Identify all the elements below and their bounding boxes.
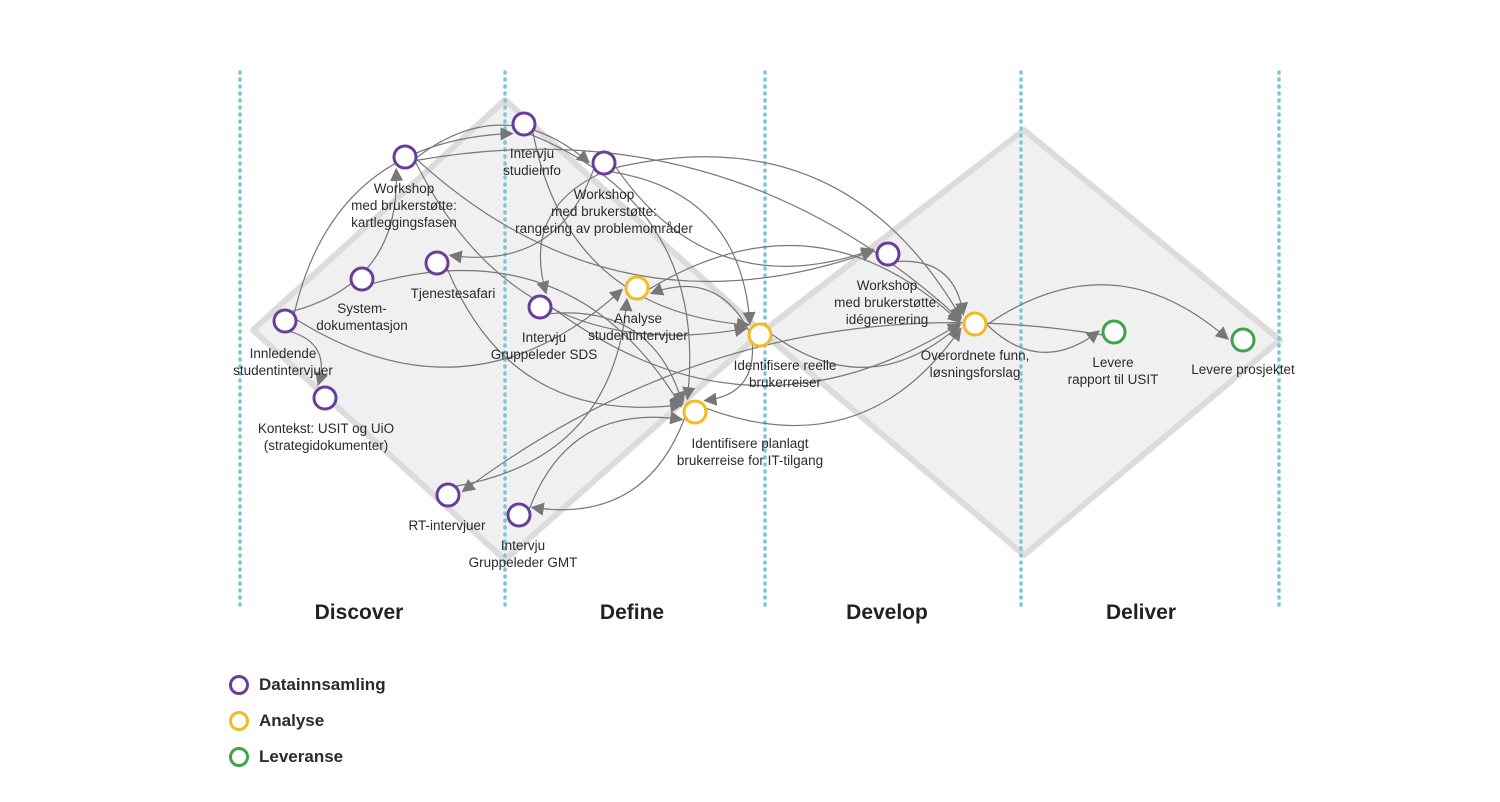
- phase-label-discover: Discover: [314, 601, 404, 624]
- node-label-workshop_r: Workshop med brukerstøtte: rangering av …: [515, 187, 693, 236]
- legend-label: Datainnsamling: [259, 675, 386, 694]
- node-workshop_k: [392, 144, 418, 170]
- edge-tjeneste-to-planlagt: [446, 268, 684, 413]
- node-label-kontekst: Kontekst: USIT og UiO (strategidokumente…: [257, 421, 395, 453]
- node-funn: [962, 311, 988, 337]
- node-gmt: [506, 502, 532, 528]
- node-reelle: [747, 322, 773, 348]
- node-workshop_r: [591, 150, 617, 176]
- edge-workshop_i-to-funn: [897, 260, 969, 316]
- edge-funn-to-prosjekt: [986, 284, 1229, 340]
- edge-rt-to-analyse_si: [455, 297, 633, 487]
- edge-workshop_r-to-reelle: [612, 171, 756, 326]
- legend-item-analyse: Analyse: [229, 707, 324, 735]
- node-rapport: [1101, 319, 1127, 345]
- phase-label-deliver: Deliver: [1105, 601, 1177, 624]
- edge-funn-to-rapport: [986, 324, 1101, 353]
- edge-studieinfo-to-reelle: [532, 131, 751, 331]
- node-label-planlagt: Identifisere planlagt brukerreise for IT…: [676, 436, 824, 468]
- phase-label-define: Define: [599, 601, 665, 624]
- node-label-workshop_k: Workshop med brukerstøtte: kartleggingsf…: [351, 181, 457, 230]
- node-label-innledende: Innledende studentintervjuer: [233, 346, 333, 378]
- node-label-system: System- dokumentasjon: [316, 301, 408, 333]
- legend-item-leveranse: Leveranse: [229, 743, 343, 771]
- legend-label: Leveranse: [259, 747, 344, 766]
- edge-reelle-to-funn: [771, 323, 961, 368]
- node-label-rt: RT-intervjuer: [408, 518, 486, 533]
- legend-label: Analyse: [259, 711, 325, 730]
- node-studieinfo: [511, 111, 537, 137]
- node-label-prosjekt: Levere prosjektet: [1191, 362, 1295, 377]
- edge-analyse_si-to-funn: [648, 245, 962, 324]
- node-prosjekt: [1230, 327, 1256, 353]
- node-analyse_si: [624, 275, 650, 301]
- node-label-studieinfo: Intervju studieinfo: [503, 146, 561, 178]
- edge-reelle-to-analyse_si: [649, 283, 750, 331]
- edge-planlagt-to-gmt: [530, 417, 686, 516]
- edge-sds-to-funn: [551, 307, 962, 387]
- legend-item-datainnsamling: Datainnsamling: [229, 671, 386, 699]
- edge-reelle-to-planlagt: [703, 344, 753, 406]
- node-tjeneste: [424, 250, 450, 276]
- legend-ring-leveranse: [229, 747, 249, 767]
- node-label-reelle: Identifisere reelle brukerreiser: [733, 358, 837, 390]
- node-system: [349, 266, 375, 292]
- edge-planlagt-to-funn: [706, 327, 962, 427]
- edge-sds-to-planlagt: [549, 312, 686, 405]
- edge-workshop_r-to-funn: [614, 156, 962, 320]
- edge-workshop_r-to-tjeneste: [448, 168, 595, 264]
- edge-workshop_k-to-workshop_i: [416, 158, 875, 283]
- edge-workshop_r-to-workshop_i: [614, 166, 875, 267]
- node-label-rapport: Levere rapport til USIT: [1067, 355, 1159, 387]
- node-sds: [527, 294, 553, 320]
- edge-studieinfo-to-planlagt: [529, 133, 696, 401]
- node-label-gmt: Intervju Gruppeleder GMT: [468, 538, 578, 570]
- node-innledende: [272, 308, 298, 334]
- edge-gmt-to-planlagt: [528, 411, 684, 510]
- edge-innledende-to-studieinfo: [293, 127, 514, 314]
- edge-workshop_r-to-sds: [536, 173, 600, 295]
- node-label-funn: Overordnete funn, løsningsforslag: [920, 348, 1030, 380]
- node-label-workshop_i: Workshop med brukerstøtte: idégenerering: [834, 278, 940, 327]
- node-label-analyse_si: Analyse studentintervjuer: [588, 311, 688, 343]
- node-label-tjeneste: Tjenestesafari: [410, 286, 496, 301]
- edge-innledende-to-workshop_k: [291, 167, 404, 312]
- legend-ring-datainnsamling: [229, 675, 249, 695]
- edge-workshop_k-to-funn: [416, 148, 962, 321]
- legend-ring-analyse: [229, 711, 249, 731]
- edge-innledende-to-kontekst: [290, 331, 329, 386]
- node-planlagt: [682, 399, 708, 425]
- phase-label-develop: Develop: [846, 601, 928, 624]
- node-label-sds: Intervju Gruppeleder SDS: [490, 330, 598, 362]
- node-rt: [435, 482, 461, 508]
- edge-workshop_k-to-workshop_r: [416, 124, 591, 164]
- node-kontekst: [312, 385, 338, 411]
- node-workshop_i: [875, 241, 901, 267]
- edge-innledende-to-analyse_si: [296, 288, 624, 368]
